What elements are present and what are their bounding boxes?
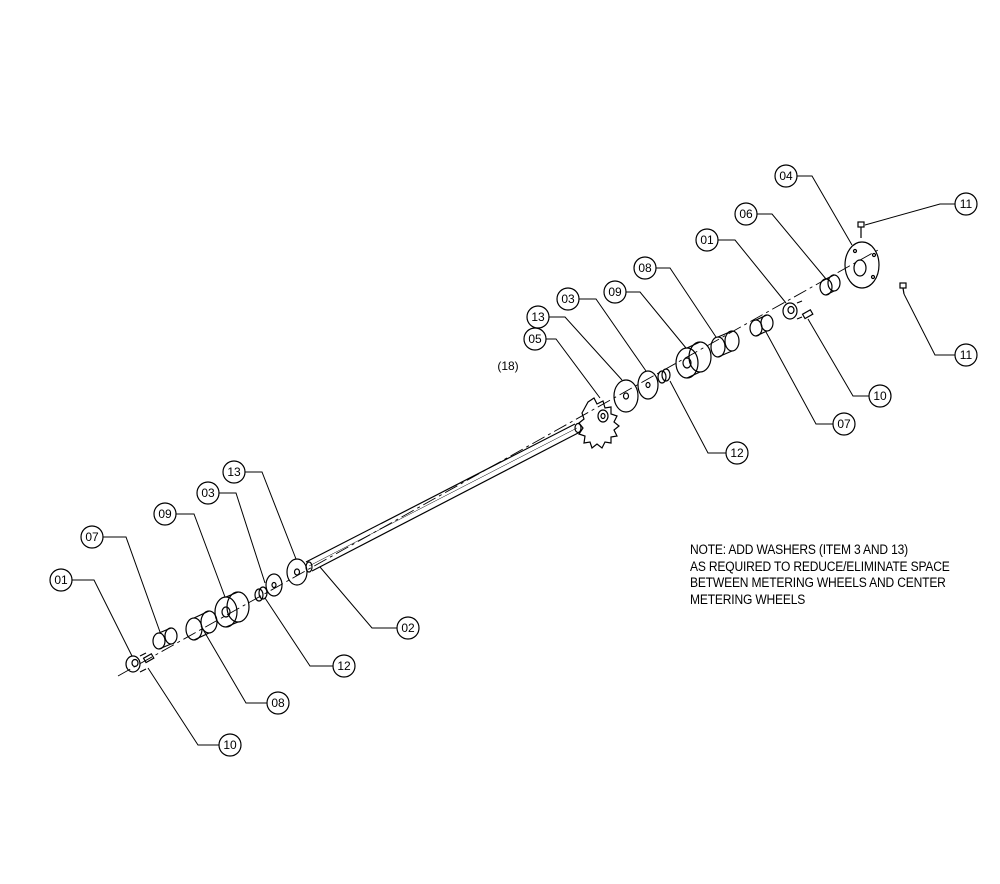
left-collar-part xyxy=(125,652,155,673)
left-bearing-07-part xyxy=(152,627,178,650)
callout-label: 09 xyxy=(608,285,622,299)
callout-right-08: 08 xyxy=(633,256,657,280)
callout-left-07: 07 xyxy=(80,525,104,549)
callout-label: 08 xyxy=(638,261,652,275)
callout-left-09: 09 xyxy=(153,502,177,526)
callout-label: 03 xyxy=(561,292,575,306)
left-spacer-09-part xyxy=(214,591,250,628)
callout-right-12: 12 xyxy=(725,441,749,465)
right-spacer-09-part xyxy=(675,341,712,379)
callout-left-02: 02 xyxy=(396,616,420,640)
metering-wheel-05-part xyxy=(578,397,620,450)
callout-label: 10 xyxy=(223,738,237,752)
leader-lines xyxy=(72,175,955,746)
callout-left-03: 03 xyxy=(196,481,220,505)
callout-label: 03 xyxy=(201,486,215,500)
callout-right-10: 10 xyxy=(868,384,892,408)
callout-right-13: 13 xyxy=(526,305,550,329)
hub-06-part xyxy=(819,274,841,296)
callout-label: 02 xyxy=(401,621,415,635)
callout-right-01: 01 xyxy=(695,228,719,252)
callout-right-05: 05 xyxy=(523,327,547,351)
callout-right-04: 04 xyxy=(774,164,798,188)
callout-label: 05 xyxy=(528,332,542,346)
right-washer-13-part xyxy=(613,379,639,413)
callout-label: 10 xyxy=(873,389,887,403)
note-line: AS REQUIRED TO REDUCE/ELIMINATE SPACE xyxy=(690,558,950,574)
note-line: METERING WHEELS xyxy=(690,591,806,607)
callout-label: 06 xyxy=(739,207,753,221)
callout-label: 09 xyxy=(158,507,172,521)
screw-11-bottom-part xyxy=(899,282,907,295)
callout-label: 11 xyxy=(960,197,973,211)
callout-right-06: 06 xyxy=(734,202,758,226)
callout-label: 01 xyxy=(700,233,714,247)
screw-11-top-part xyxy=(857,221,865,238)
callout-label: 04 xyxy=(779,169,793,183)
quantity-label: (18) xyxy=(497,359,518,373)
callout-label: 12 xyxy=(730,446,744,460)
left-bushing-08-part xyxy=(185,610,218,641)
callout-left-12: 12 xyxy=(332,654,356,678)
right-collar-01-part xyxy=(782,300,814,320)
callout-label: 01 xyxy=(54,573,68,587)
callout-label: 11 xyxy=(960,348,973,362)
left-washer-03-part xyxy=(265,573,283,597)
assembly-note: NOTE: ADD WASHERS (ITEM 3 AND 13) AS REQ… xyxy=(690,542,960,608)
callout-left-13: 13 xyxy=(222,460,246,484)
right-ring-12-part xyxy=(657,368,671,384)
callout-left-10: 10 xyxy=(218,733,242,757)
callout-label: 07 xyxy=(837,417,851,431)
callout-right-11-top: 11 xyxy=(954,192,978,216)
callout-label: 13 xyxy=(531,310,545,324)
right-bearing-07-part xyxy=(749,314,774,337)
left-washer-13-part xyxy=(286,558,308,586)
callout-label: 07 xyxy=(85,530,99,544)
callout-label: 13 xyxy=(227,465,241,479)
callout-right-11-bottom: 11 xyxy=(954,343,978,367)
callout-right-07: 07 xyxy=(832,412,856,436)
right-bushing-08-part xyxy=(710,330,740,358)
callout-label: 12 xyxy=(337,659,351,673)
note-line: NOTE: ADD WASHERS (ITEM 3 AND 13) xyxy=(690,542,908,557)
callout-label: 08 xyxy=(271,696,285,710)
callout-left-01: 01 xyxy=(49,568,73,592)
right-washer-03-part xyxy=(637,370,659,400)
flange-plate-04-part xyxy=(844,241,880,289)
callout-left-08: 08 xyxy=(266,691,290,715)
note-line: BETWEEN METERING WHEELS AND CENTER xyxy=(690,575,946,591)
left-ring-12-part xyxy=(254,586,268,602)
callout-right-09: 09 xyxy=(603,280,627,304)
callout-right-03: 03 xyxy=(556,287,580,311)
shaft-part xyxy=(305,422,582,573)
